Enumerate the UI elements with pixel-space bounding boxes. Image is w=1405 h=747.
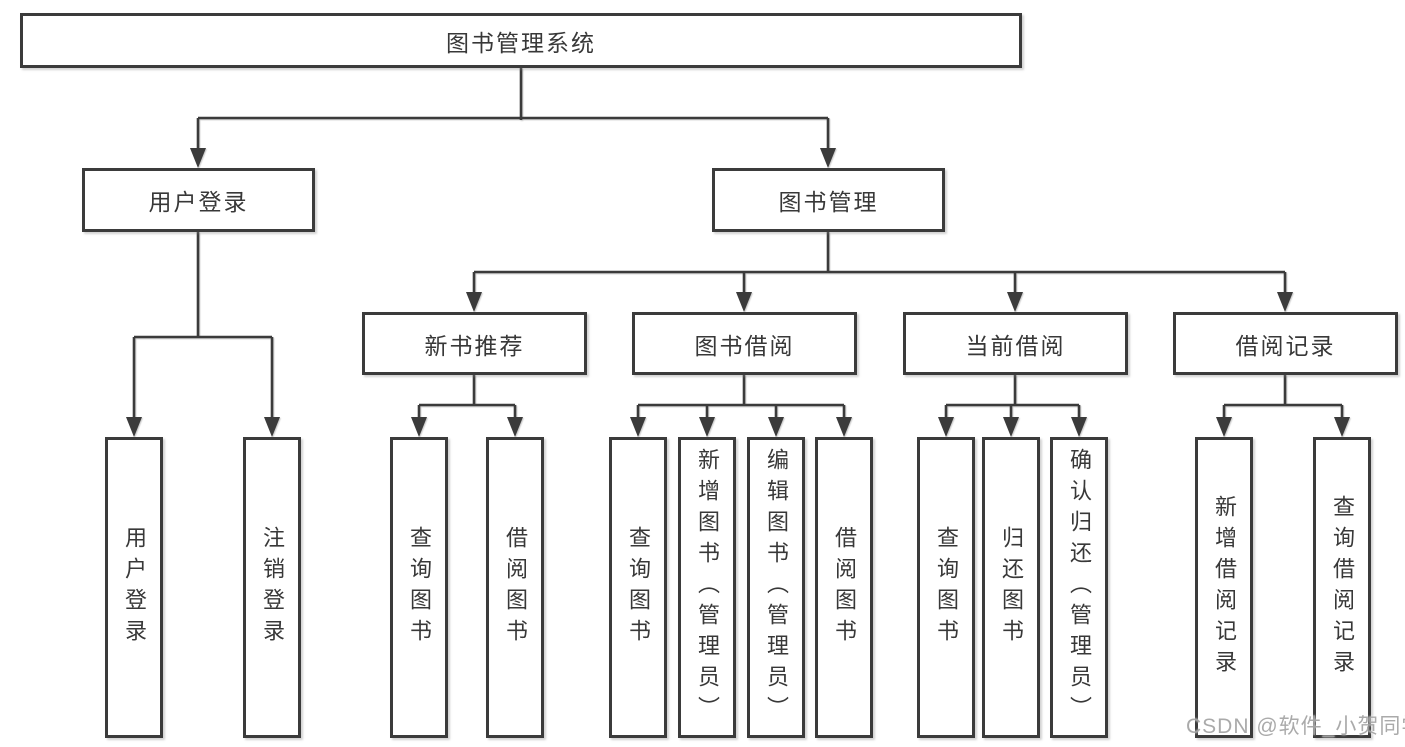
leaf-query-books: 查询图书 xyxy=(917,437,975,738)
leaf-add-books-admin: 新增图书（管理员） xyxy=(678,437,736,738)
leaf-borrow-books: 借阅图书 xyxy=(815,437,873,738)
leaf-return-books: 归还图书 xyxy=(982,437,1040,738)
node-user-login: 用户登录 xyxy=(82,168,315,232)
leaf-edit-books-admin: 编辑图书（管理员） xyxy=(747,437,805,738)
leaf-query-books: 查询图书 xyxy=(609,437,667,738)
node-borrowing-records: 借阅记录 xyxy=(1173,312,1398,375)
csdn-watermark: CSDN @软件_小贺同学 xyxy=(1186,715,1405,738)
node-book-borrowing: 图书借阅 xyxy=(632,312,857,375)
leaf-user-login: 用户登录 xyxy=(105,437,163,738)
leaf-confirm-return-admin: 确认归还（管理员） xyxy=(1050,437,1108,738)
node-current-borrowing: 当前借阅 xyxy=(903,312,1128,375)
leaf-query-borrow-record: 查询借阅记录 xyxy=(1313,437,1371,738)
node-library-management-system: 图书管理系统 xyxy=(20,13,1022,68)
node-book-management: 图书管理 xyxy=(712,168,945,232)
node-new-book-recommendation: 新书推荐 xyxy=(362,312,587,375)
leaf-logout: 注销登录 xyxy=(243,437,301,738)
leaf-add-borrow-record: 新增借阅记录 xyxy=(1195,437,1253,738)
leaf-query-books: 查询图书 xyxy=(390,437,448,738)
leaf-borrow-books: 借阅图书 xyxy=(486,437,544,738)
